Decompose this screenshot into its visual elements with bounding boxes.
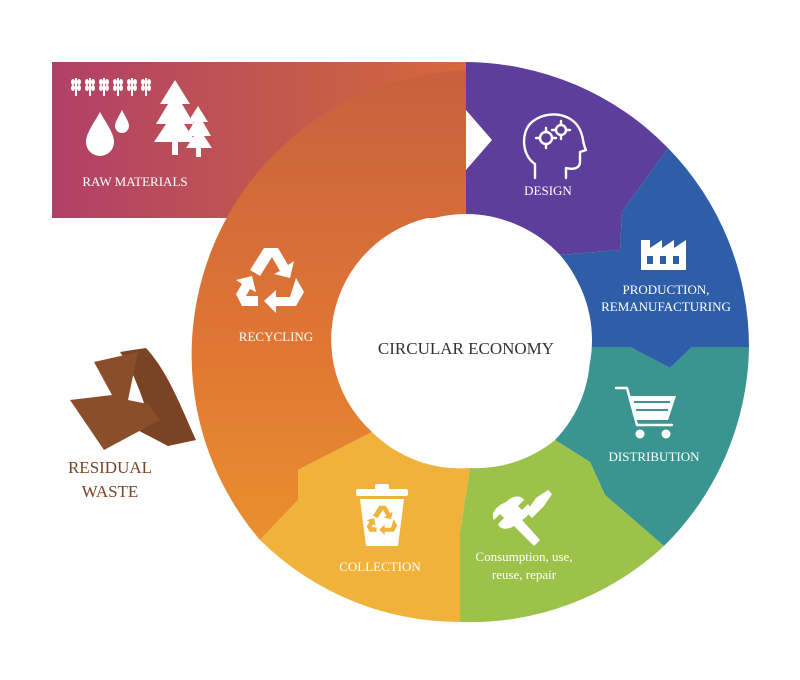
trees-icon (154, 80, 212, 157)
recycle-icon (236, 248, 304, 313)
production-label-line1: PRODUCTION, (622, 282, 709, 297)
residual-waste-label-line1: RESIDUAL (68, 458, 152, 477)
segment-distribution (555, 347, 749, 546)
factory-icon (641, 240, 686, 270)
raw-materials-label: RAW MATERIALS (82, 174, 187, 189)
design-label: DESIGN (524, 183, 572, 198)
residual-waste-label-line2: WASTE (82, 482, 139, 501)
wheat-icon (71, 78, 151, 96)
production-label-line2: REMANUFACTURING (601, 299, 731, 314)
water-drops-icon (86, 110, 129, 156)
wrench-tools-icon (492, 490, 552, 546)
head-gears-icon (522, 113, 588, 180)
segment-recycling (191, 70, 467, 540)
center-circle (340, 214, 592, 466)
segment-consumption (460, 440, 664, 623)
residual-waste-arrow-head (70, 352, 160, 450)
segment-design (466, 62, 668, 255)
collection-label: COLLECTION (339, 559, 421, 574)
consumption-label-line2: reuse, repair (492, 567, 557, 582)
recycle-bin-icon (356, 484, 408, 546)
center-title: CIRCULAR ECONOMY (378, 339, 554, 358)
distribution-label: DISTRIBUTION (609, 449, 701, 464)
recycling-label: RECYCLING (239, 329, 313, 344)
shopping-cart-icon (614, 386, 676, 439)
consumption-label-line1: Consumption, use, (475, 549, 572, 564)
